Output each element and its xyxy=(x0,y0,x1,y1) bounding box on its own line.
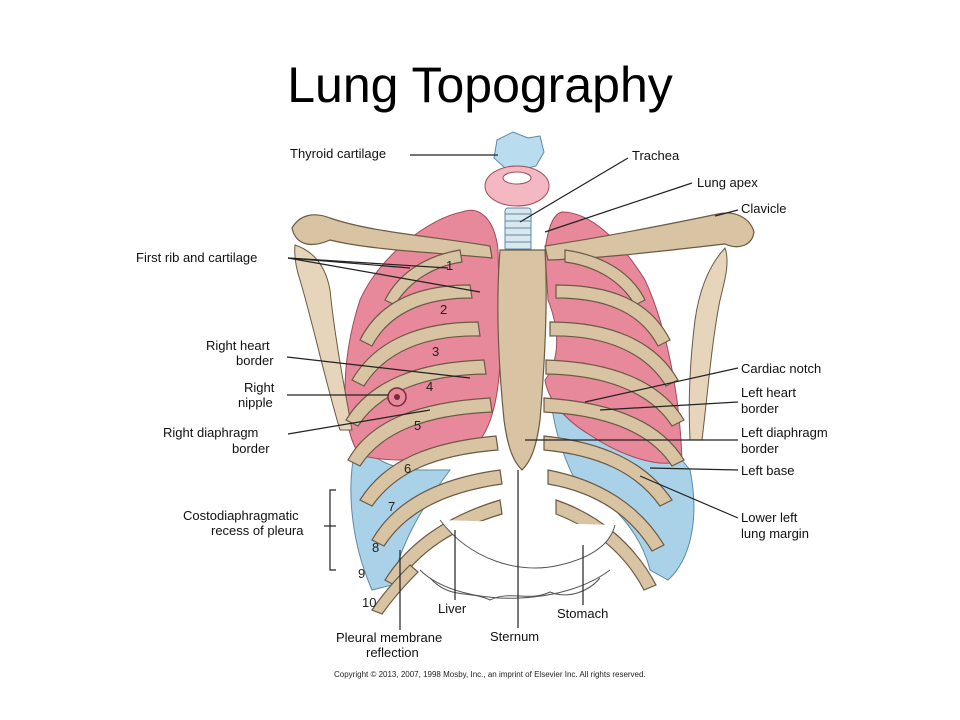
rib-number-10: 10 xyxy=(362,595,376,610)
rib-number-6: 6 xyxy=(404,461,411,476)
slide-title: Lung Topography xyxy=(287,57,673,113)
label-lower-left-1: Lower left xyxy=(741,510,798,525)
left-clavicle xyxy=(544,212,755,261)
label-lung-apex: Lung apex xyxy=(697,175,758,190)
label-right-nipple-2: nipple xyxy=(238,395,273,410)
rib-number-7: 7 xyxy=(388,499,395,514)
trachea-rings xyxy=(504,207,532,257)
label-sternum: Sternum xyxy=(490,629,539,644)
label-pleural-2: reflection xyxy=(366,645,419,660)
label-right-diaphragm-1: Right diaphragm xyxy=(163,425,258,440)
left-ribs xyxy=(543,249,685,591)
label-thyroid-cartilage: Thyroid cartilage xyxy=(290,146,386,161)
label-costo-1: Costodiaphragmatic xyxy=(183,508,299,523)
label-left-base: Left base xyxy=(741,463,795,478)
stomach-outline xyxy=(419,569,611,599)
label-right-diaphragm-2: border xyxy=(232,441,270,456)
larynx-opening-shape xyxy=(502,171,532,185)
label-left-diaphragm-2: border xyxy=(741,441,779,456)
leader-lines xyxy=(286,154,739,630)
rib-number-1: 1 xyxy=(446,258,453,273)
label-pleural-1: Pleural membrane xyxy=(336,630,442,645)
label-stomach: Stomach xyxy=(557,606,608,621)
thyroid-cartilage-shape xyxy=(493,131,545,171)
rib-number-2: 2 xyxy=(440,302,447,317)
rib-number-5: 5 xyxy=(414,418,421,433)
label-trachea: Trachea xyxy=(632,148,680,163)
rib-number-3: 3 xyxy=(432,344,439,359)
label-right-nipple-1: Right xyxy=(244,380,275,395)
right-shoulder xyxy=(294,244,353,431)
intestine-outline xyxy=(429,577,601,601)
label-liver: Liver xyxy=(438,601,467,616)
cricoid-shape xyxy=(484,165,550,207)
sternum-shape xyxy=(497,249,547,471)
label-lower-left-2: lung margin xyxy=(741,526,809,541)
label-clavicle: Clavicle xyxy=(741,201,787,216)
labels: Thyroid cartilage Trachea Lung apex Clav… xyxy=(136,146,828,660)
copyright-notice: Copyright © 2013, 2007, 1998 Mosby, Inc.… xyxy=(334,670,646,679)
rib-number-9: 9 xyxy=(358,566,365,581)
left-shoulder xyxy=(688,247,728,441)
label-first-rib: First rib and cartilage xyxy=(136,250,257,265)
rib-number-8: 8 xyxy=(372,540,379,555)
rib-numbers: 1 2 3 4 5 6 7 8 9 10 xyxy=(358,258,453,610)
label-cardiac-notch: Cardiac notch xyxy=(741,361,821,376)
label-left-diaphragm-1: Left diaphragm xyxy=(741,425,828,440)
label-left-heart-border-1: Left heart xyxy=(741,385,796,400)
label-costo-2: recess of pleura xyxy=(211,523,304,538)
rib-number-4: 4 xyxy=(426,379,433,394)
right-clavicle xyxy=(291,214,493,259)
liver-outline xyxy=(439,519,616,569)
label-left-heart-border-2: border xyxy=(741,401,779,416)
label-right-heart-border-2: border xyxy=(236,353,274,368)
label-right-heart-border-1: Right heart xyxy=(206,338,270,353)
